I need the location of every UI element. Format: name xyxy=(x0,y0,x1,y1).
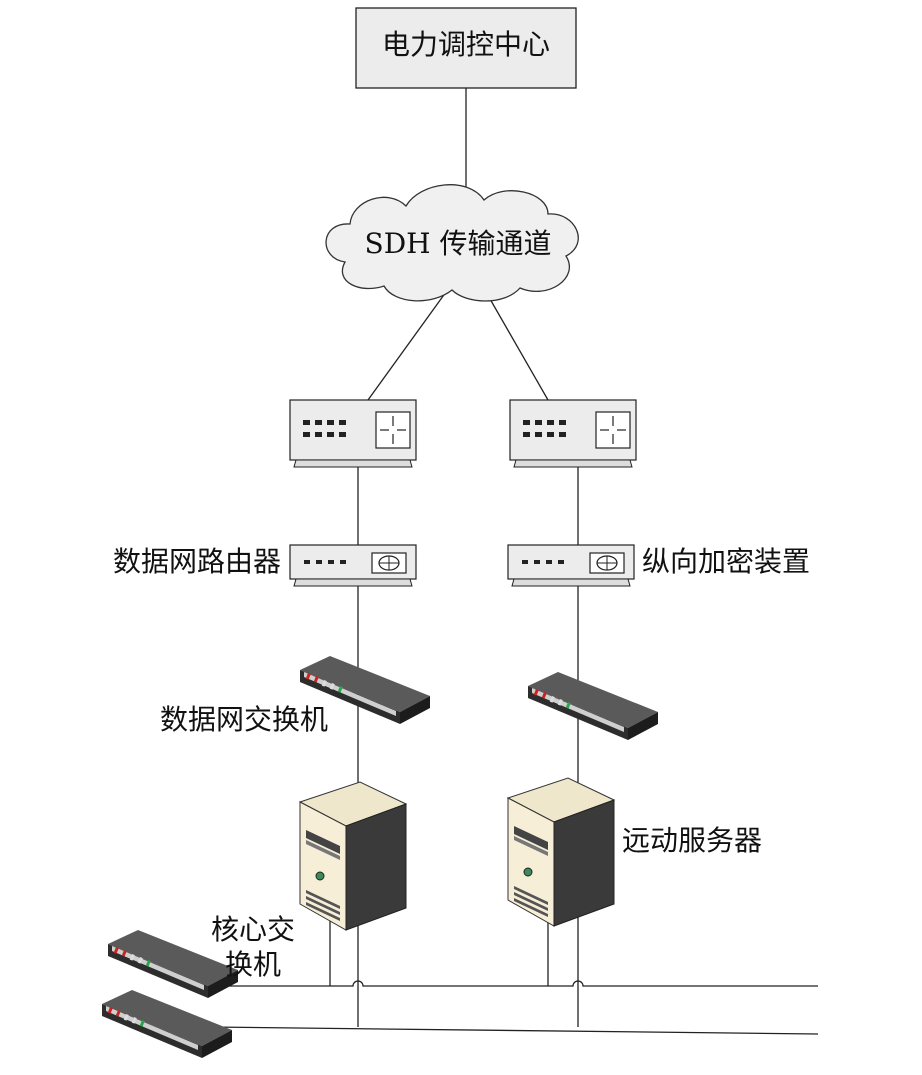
telecontrol-server-label: 远动服务器 xyxy=(622,824,763,857)
control-center-box xyxy=(355,7,577,89)
data-network-switch-label: 数据网交换机 xyxy=(160,703,329,736)
server-icon xyxy=(507,777,615,927)
core-switch-label: 核心交 换机 xyxy=(211,912,295,982)
router-icon xyxy=(509,399,637,468)
router-icon xyxy=(289,399,417,468)
core-switch-label-line1: 核心交 xyxy=(210,913,296,946)
encryption-device-label: 纵向加密装置 xyxy=(642,545,811,578)
cloud-icon xyxy=(325,184,579,302)
control-center-label: 电力调控中心 xyxy=(381,28,551,61)
switch-icon xyxy=(102,990,232,1058)
encryption-device-icon xyxy=(507,544,635,587)
encryption-device-icon xyxy=(289,544,417,587)
core-switch-label-line2: 换机 xyxy=(224,948,282,981)
switch-icon xyxy=(528,672,658,740)
sdh-transport-label: SDH 传输通道 xyxy=(364,227,552,260)
router-label: 数据网路由器 xyxy=(112,545,281,578)
server-icon xyxy=(299,781,407,931)
